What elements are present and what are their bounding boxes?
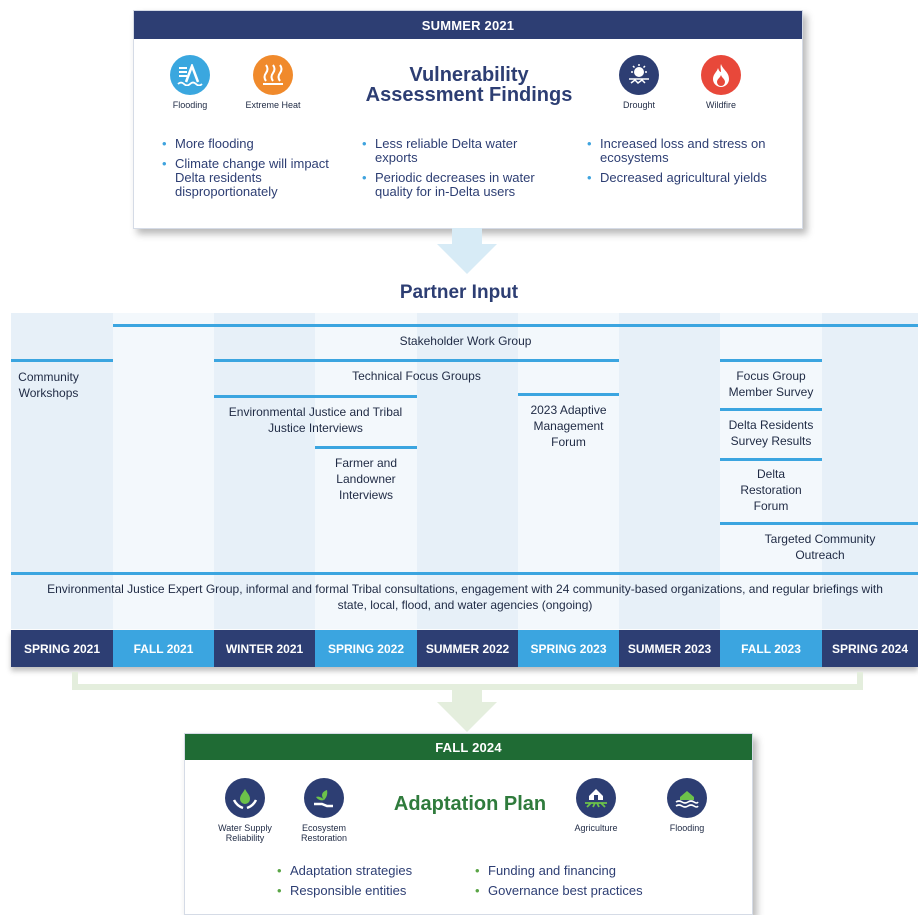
bullet-item: Periodic decreases in water quality for … xyxy=(362,171,562,199)
bullets-col-2: Less reliable Delta water exports Period… xyxy=(362,137,562,205)
column-bg xyxy=(315,313,417,629)
flooding-icon xyxy=(667,778,707,818)
agriculture-item: Agriculture xyxy=(561,778,631,833)
stakeholder-label: Stakeholder Work Group xyxy=(399,334,532,348)
column-bg xyxy=(619,313,720,629)
flooding-plan-item: Flooding xyxy=(652,778,722,833)
season-spring-2022: SPRING 2022 xyxy=(315,630,417,667)
restoration-label: Delta Restoration Forum xyxy=(740,467,802,513)
residents-survey-bar xyxy=(720,408,822,411)
farmer-label: Farmer and Landowner Interviews xyxy=(334,456,398,502)
plan-bullets-col-1: Adaptation strategies Responsible entiti… xyxy=(277,864,457,904)
title-line-1: Vulnerability xyxy=(409,64,529,86)
partner-input-title: Partner Input xyxy=(399,282,519,303)
ecosystem-restoration-icon xyxy=(304,778,344,818)
ecosystem-restoration-label: Ecosystem Restoration xyxy=(289,823,359,843)
season-fall-2021: FALL 2021 xyxy=(113,630,214,667)
water-supply-icon xyxy=(225,778,265,818)
season-spring-2021: SPRING 2021 xyxy=(11,630,113,667)
wildfire-item: Wildfire xyxy=(686,55,756,110)
adaptive-bar xyxy=(518,393,619,396)
water-supply-item: Water Supply Reliability xyxy=(210,778,280,843)
residents-survey-label: Delta Residents Survey Results xyxy=(728,418,814,448)
down-arrow-icon xyxy=(437,228,497,274)
agriculture-icon xyxy=(576,778,616,818)
plan-bullets-col-2: Funding and financing Governance best pr… xyxy=(475,864,675,904)
season-fall-2023: FALL 2023 xyxy=(720,630,822,667)
season-spring-2024: SPRING 2024 xyxy=(822,630,918,667)
down-arrow-icon xyxy=(437,686,497,732)
flooding-label: Flooding xyxy=(172,100,208,110)
label-line: Ecosystem xyxy=(301,823,346,833)
adaptation-plan-card: FALL 2024 Water Supply Reliability Ecosy… xyxy=(184,733,753,915)
column-bg xyxy=(11,313,113,629)
extreme-heat-item: Extreme Heat xyxy=(238,55,308,110)
farmer-bar xyxy=(315,446,417,449)
community-label: Community Workshops xyxy=(18,370,79,400)
column-bg xyxy=(417,313,518,629)
label-line: Reliability xyxy=(225,833,265,843)
column-bg xyxy=(822,313,918,629)
column-bg xyxy=(518,313,619,629)
bullet-item: Decreased agricultural yields xyxy=(587,171,787,186)
bullets-col-3: Increased loss and stress on ecosystems … xyxy=(587,137,787,191)
column-bg xyxy=(720,313,822,629)
extreme-heat-label: Extreme Heat xyxy=(245,100,301,110)
restoration-bar xyxy=(720,458,822,461)
vulnerability-title: Vulnerability Assessment Findings xyxy=(349,65,589,105)
season-spring-2023: SPRING 2023 xyxy=(518,630,619,667)
targeted-bar xyxy=(720,522,918,525)
extreme-heat-icon xyxy=(253,55,293,95)
ej-tribal-label: Environmental Justice and Tribal Justice… xyxy=(228,405,403,435)
focus-survey-bar xyxy=(720,359,822,362)
wildfire-label: Wildfire xyxy=(705,100,736,110)
technical-bar xyxy=(214,359,619,362)
adaptation-plan-title: Adaptation Plan xyxy=(393,793,547,815)
bullet-item: Increased loss and stress on ecosystems xyxy=(587,137,787,165)
flooding-icon xyxy=(170,55,210,95)
ongoing-bar xyxy=(11,572,918,575)
title-line-2: Assessment Findings xyxy=(365,84,573,106)
focus-survey-label: Focus Group Member Survey xyxy=(728,369,814,399)
season-summer-2023: SUMMER 2023 xyxy=(619,630,720,667)
targeted-label: Targeted Community Outreach xyxy=(764,532,876,562)
drought-label: Drought xyxy=(622,100,656,110)
bullet-item: Funding and financing xyxy=(475,864,675,879)
drought-icon xyxy=(619,55,659,95)
vulnerability-assessment-card: SUMMER 2021 Flooding Extreme Heat Vulner… xyxy=(133,10,803,229)
agriculture-label: Agriculture xyxy=(561,823,631,833)
drought-item: Drought xyxy=(604,55,674,110)
season-summer-2022: SUMMER 2022 xyxy=(417,630,518,667)
technical-label: Technical Focus Groups xyxy=(352,369,481,383)
column-bg xyxy=(113,313,214,629)
label-line: Restoration xyxy=(300,833,348,843)
bullet-item: Less reliable Delta water exports xyxy=(362,137,562,165)
flooding-plan-label: Flooding xyxy=(652,823,722,833)
wildfire-icon xyxy=(701,55,741,95)
bullets-col-1: More flooding Climate change will impact… xyxy=(162,137,337,205)
card-header-fall-2024: FALL 2024 xyxy=(185,734,752,760)
column-bg xyxy=(214,313,315,629)
bullet-item: Responsible entities xyxy=(277,884,457,899)
bullet-item: More flooding xyxy=(162,137,337,152)
ecosystem-restoration-item: Ecosystem Restoration xyxy=(289,778,359,843)
community-bar xyxy=(11,359,113,362)
flooding-item: Flooding xyxy=(155,55,225,110)
season-bar: SPRING 2021 FALL 2021 WINTER 2021 SPRING… xyxy=(11,630,918,667)
bullet-item: Climate change will impact Delta residen… xyxy=(162,157,337,199)
ongoing-label: Environmental Justice Expert Group, info… xyxy=(47,582,883,612)
season-winter-2021: WINTER 2021 xyxy=(214,630,315,667)
stakeholder-bar xyxy=(113,324,918,327)
bullet-item: Adaptation strategies xyxy=(277,864,457,879)
adaptive-label: 2023 Adaptive Management Forum xyxy=(530,403,607,449)
card-header-summer-2021: SUMMER 2021 xyxy=(134,11,802,39)
label-line: Flooding xyxy=(669,823,705,833)
water-supply-label: Water Supply Reliability xyxy=(210,823,280,843)
ej-tribal-bar xyxy=(214,395,417,398)
label-line: Water Supply xyxy=(218,823,272,833)
bullet-item: Governance best practices xyxy=(475,884,675,899)
label-line: Agriculture xyxy=(574,823,618,833)
